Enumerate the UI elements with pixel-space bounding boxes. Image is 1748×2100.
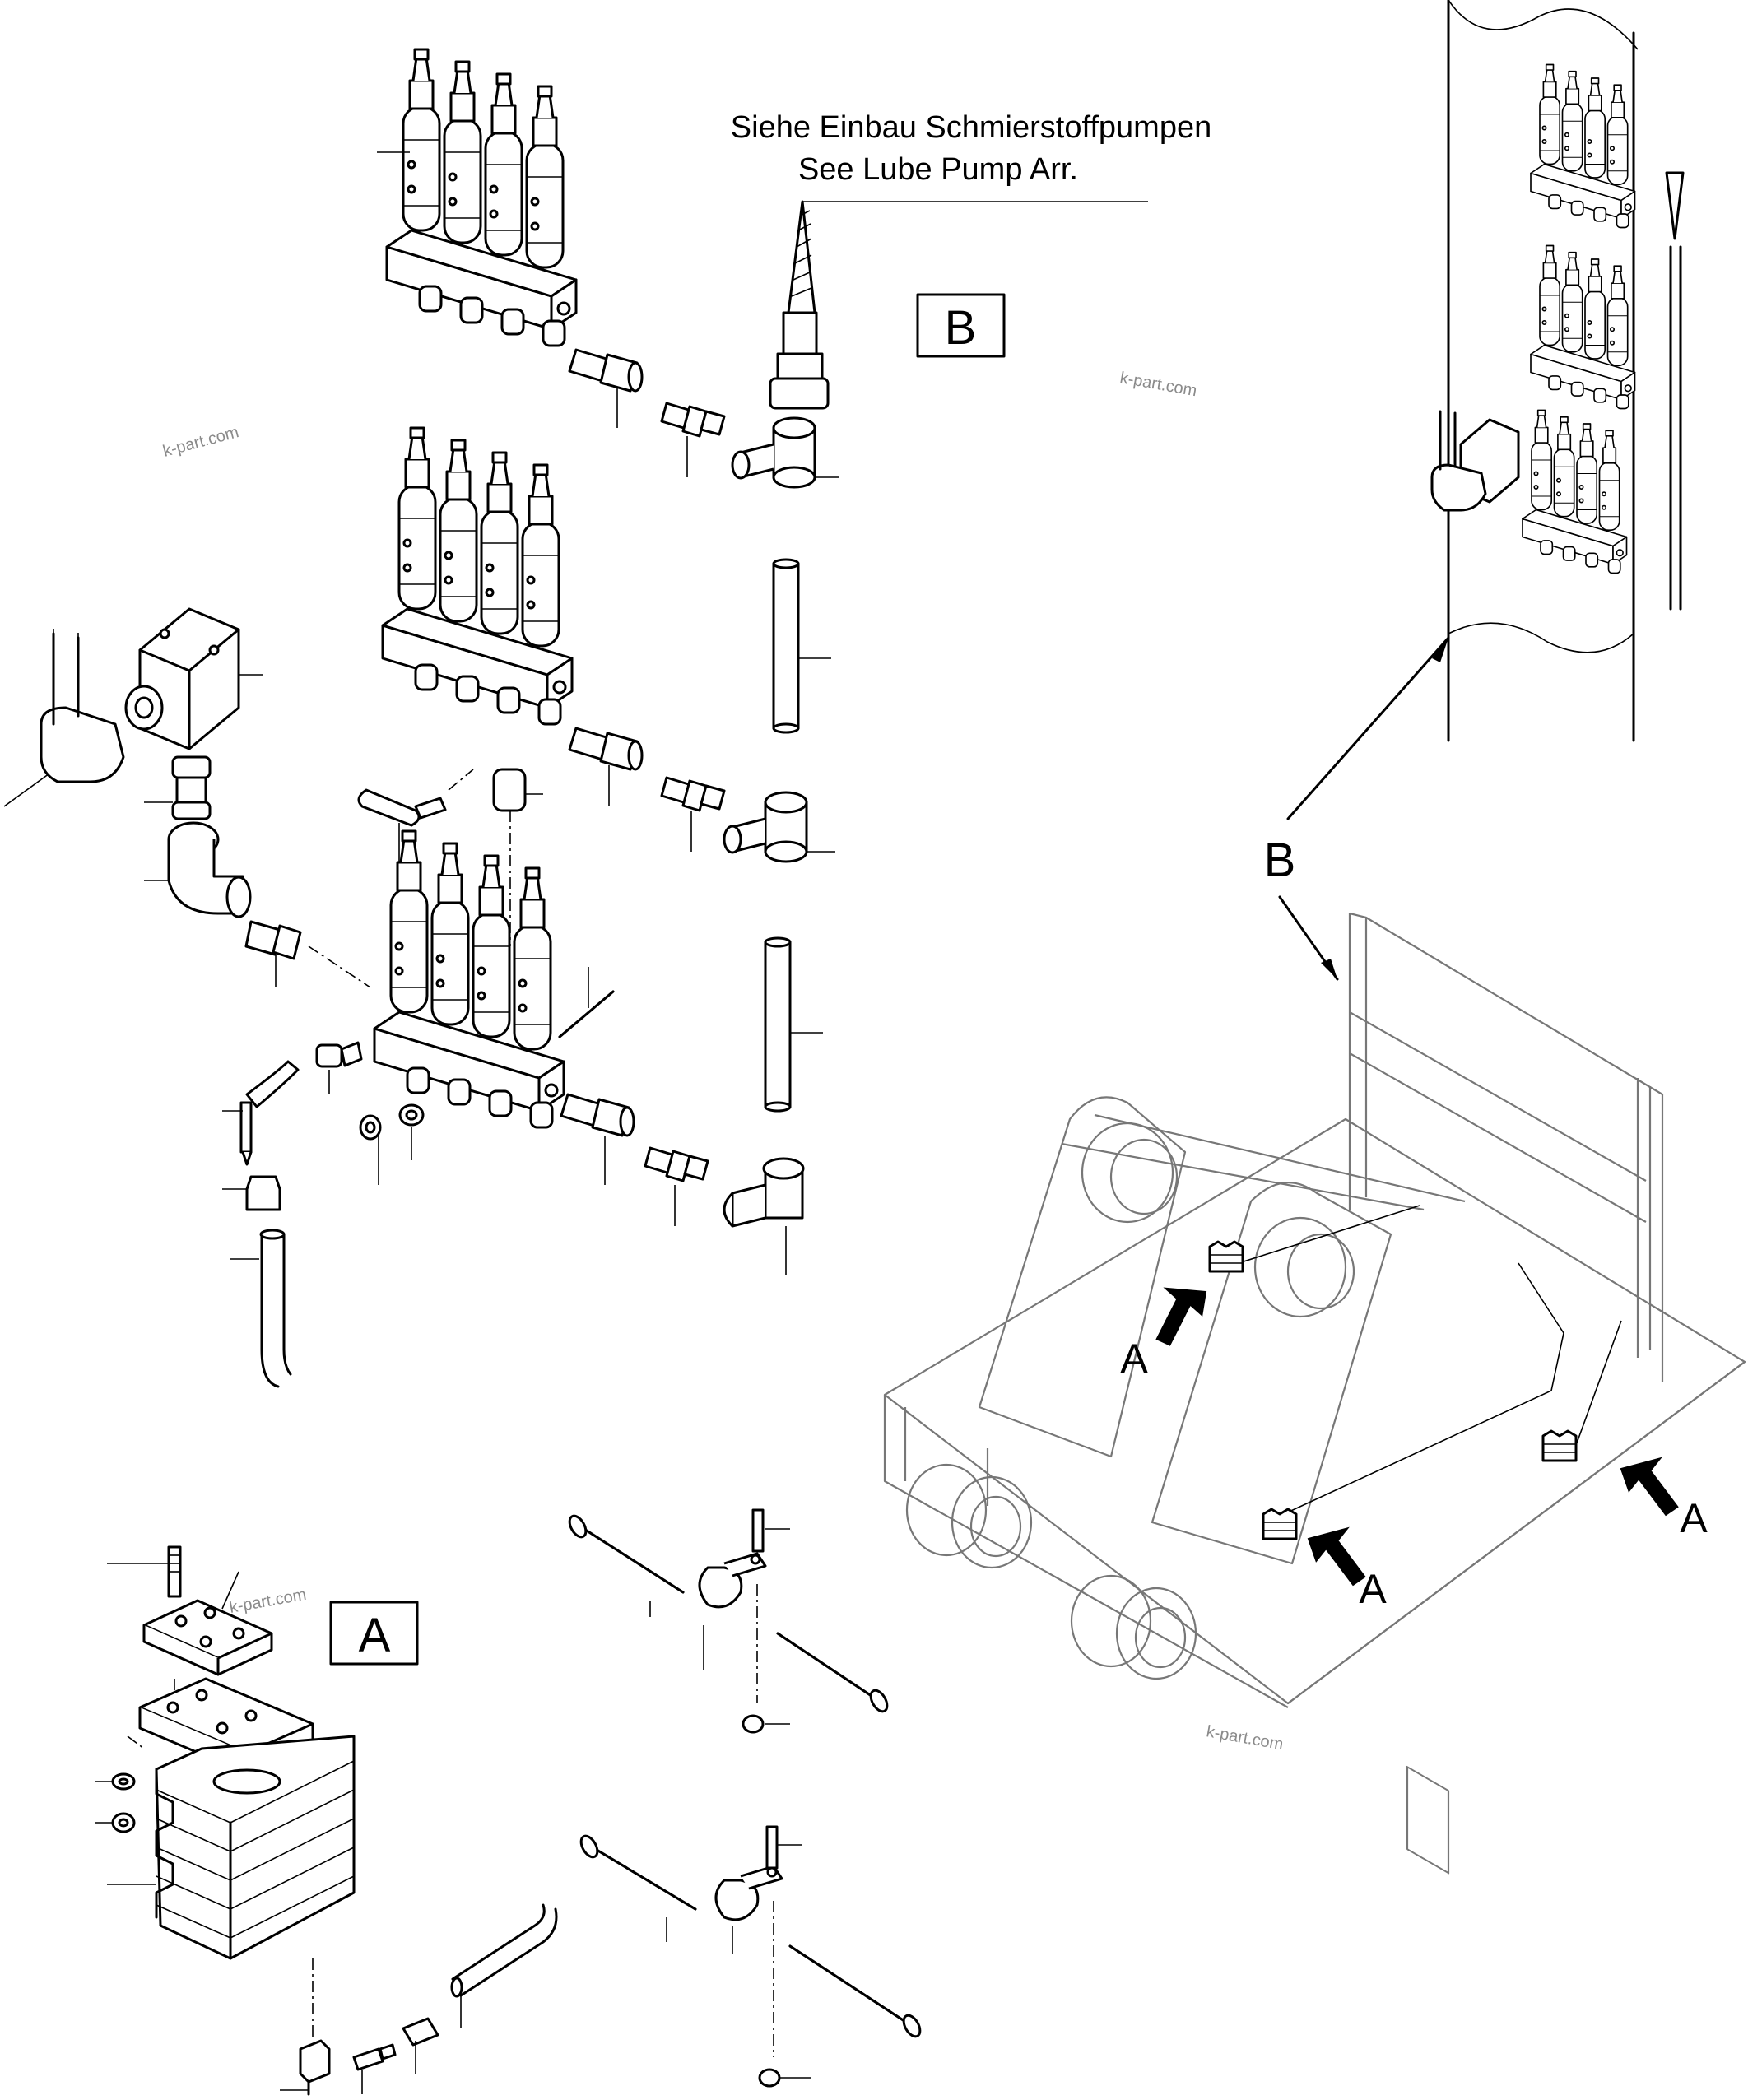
- note-german: Siehe Einbau Schmierstoffpumpen: [731, 110, 1211, 145]
- view-b-pointer-head: [1321, 959, 1337, 979]
- fitting-upper: [568, 348, 644, 393]
- detail-a-label: A: [359, 1609, 391, 1662]
- pressure-switch: [124, 607, 263, 750]
- nipple-lower: [644, 1146, 709, 1182]
- clamp-block-2: [1262, 1508, 1298, 1540]
- clamp-plate-top: [142, 1571, 273, 1676]
- hose-a: [450, 1903, 558, 2028]
- injector-block-middle: [383, 428, 572, 724]
- nipple-left: [244, 920, 371, 988]
- view-b-arrowhead: [1432, 638, 1448, 662]
- tee-upper: [731, 416, 816, 489]
- washers-a: [95, 1735, 145, 1833]
- upper-frame-machine: [883, 912, 1746, 1875]
- arrow-a-3: [1611, 1446, 1692, 1519]
- view-b-leader: [1286, 636, 1450, 820]
- tube-upper: [772, 558, 800, 734]
- detail-b-box: B: [916, 293, 1006, 358]
- tee-middle: [723, 791, 808, 863]
- arrow-a-label-2: A: [1359, 1566, 1387, 1612]
- note-english: See Lube Pump Arr.: [798, 152, 1078, 187]
- detail-a-box: A: [329, 1601, 419, 1666]
- view-b-detail: [1430, 0, 1685, 742]
- banjo-hose-fitting: [222, 1041, 363, 1166]
- fitting-lower: [560, 1093, 635, 1137]
- detail-b-label: B: [945, 301, 977, 355]
- nipple-middle: [660, 776, 726, 812]
- adapter-nipple: [144, 755, 212, 820]
- lube-hose-left: [230, 1229, 292, 1388]
- arrow-a-label-1: A: [1120, 1336, 1148, 1382]
- injector-block-upper: [376, 49, 576, 346]
- screw-fitting-a: [352, 2043, 397, 2094]
- stud-a: [107, 1545, 182, 1598]
- clamp-block-1: [1208, 1240, 1244, 1273]
- hose-ferrule: [222, 1175, 281, 1211]
- elbow-lower: [723, 1157, 805, 1228]
- clamp-block-3: [1541, 1429, 1578, 1462]
- clamp-halves-stack: [107, 1735, 356, 1960]
- cable-connector: [3, 625, 125, 807]
- fitting-middle: [568, 727, 644, 771]
- stud-bolt: [558, 967, 615, 1038]
- pipe-clamp-lower: [579, 1825, 922, 2088]
- vent-plug: [492, 768, 543, 946]
- tube-lower: [764, 936, 792, 1113]
- arrow-a-1: [1136, 1271, 1220, 1350]
- injector-block-lower: [374, 831, 564, 1127]
- view-b-label: B: [1264, 834, 1296, 887]
- watermark: k-part.com: [1205, 1722, 1285, 1754]
- supply-hose: [769, 200, 1148, 410]
- watermark: k-part.com: [228, 1586, 308, 1617]
- nipple-upper: [660, 402, 726, 438]
- elbow-fitting-left: [144, 821, 252, 918]
- pipe-clamp-upper: [568, 1508, 889, 1734]
- watermark: k-part.com: [161, 423, 241, 461]
- ferrule-a: [402, 2017, 439, 2074]
- washers: [359, 1103, 425, 1185]
- injector-adjust-screw: [357, 769, 474, 864]
- arrow-a-label-3: A: [1680, 1495, 1708, 1541]
- watermark: k-part.com: [1118, 369, 1198, 400]
- elbow-fitting-a: [280, 2039, 331, 2096]
